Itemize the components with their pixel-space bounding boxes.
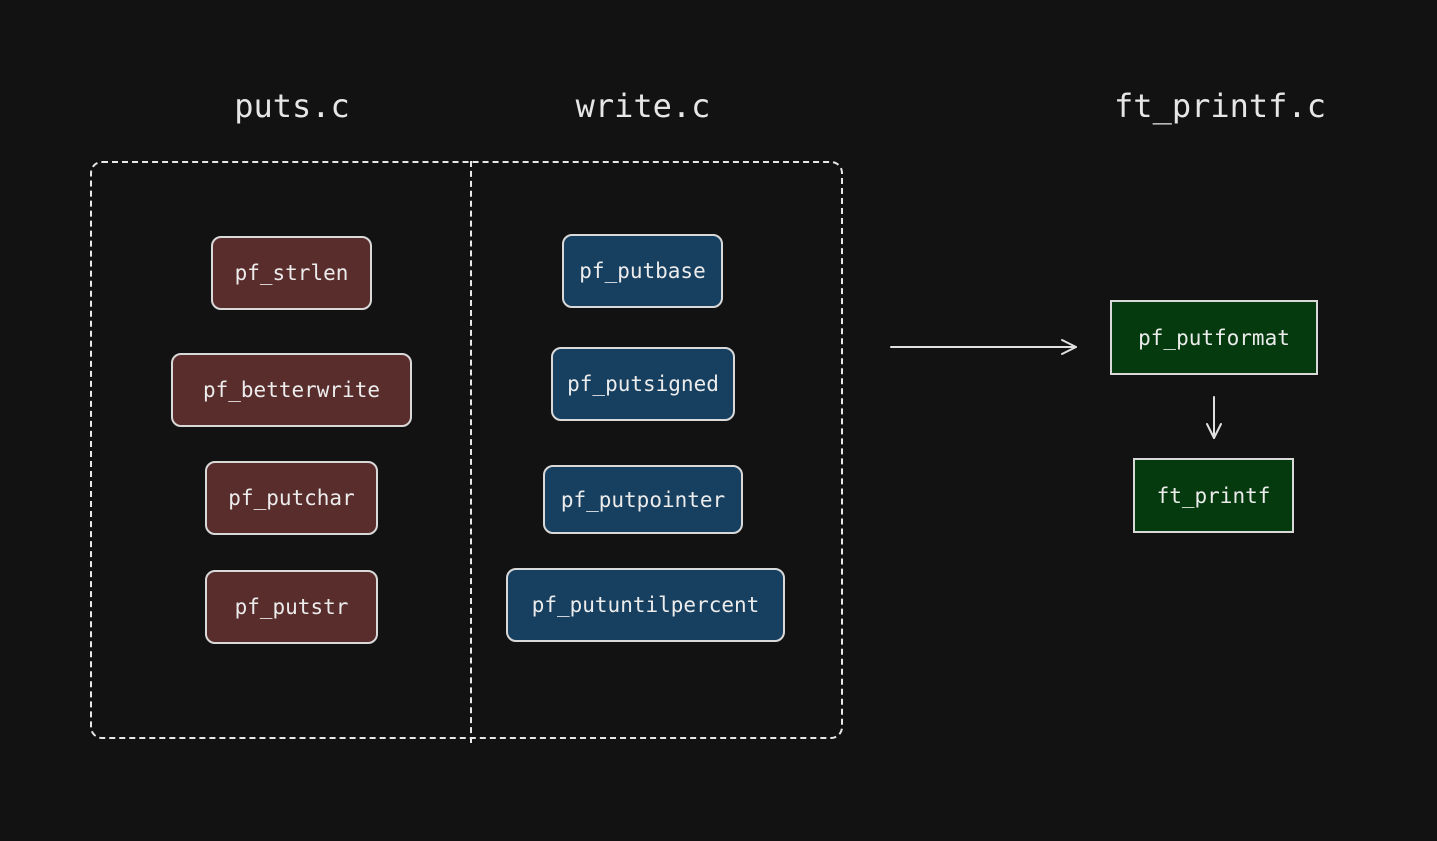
puts-c-title: puts.c — [234, 87, 350, 125]
node-pf-putuntilpercent[interactable]: pf_putuntilpercent — [506, 568, 785, 642]
arrow-group-to-putformat — [890, 339, 1077, 355]
ft-printf-c-title: ft_printf.c — [1114, 87, 1326, 125]
node-pf-putbase[interactable]: pf_putbase — [562, 234, 723, 308]
node-pf-putformat[interactable]: pf_putformat — [1110, 300, 1318, 375]
group-divider — [470, 161, 472, 743]
arrow-putformat-to-ft-printf — [1206, 396, 1222, 439]
node-pf-putpointer[interactable]: pf_putpointer — [543, 465, 743, 534]
node-pf-putsigned[interactable]: pf_putsigned — [551, 347, 735, 421]
helper-files-group — [90, 161, 843, 739]
node-ft-printf[interactable]: ft_printf — [1133, 458, 1294, 533]
node-pf-strlen[interactable]: pf_strlen — [211, 236, 372, 310]
node-pf-betterwrite[interactable]: pf_betterwrite — [171, 353, 412, 427]
write-c-title: write.c — [575, 87, 711, 125]
node-pf-putchar[interactable]: pf_putchar — [205, 461, 378, 535]
node-pf-putstr[interactable]: pf_putstr — [205, 570, 378, 644]
